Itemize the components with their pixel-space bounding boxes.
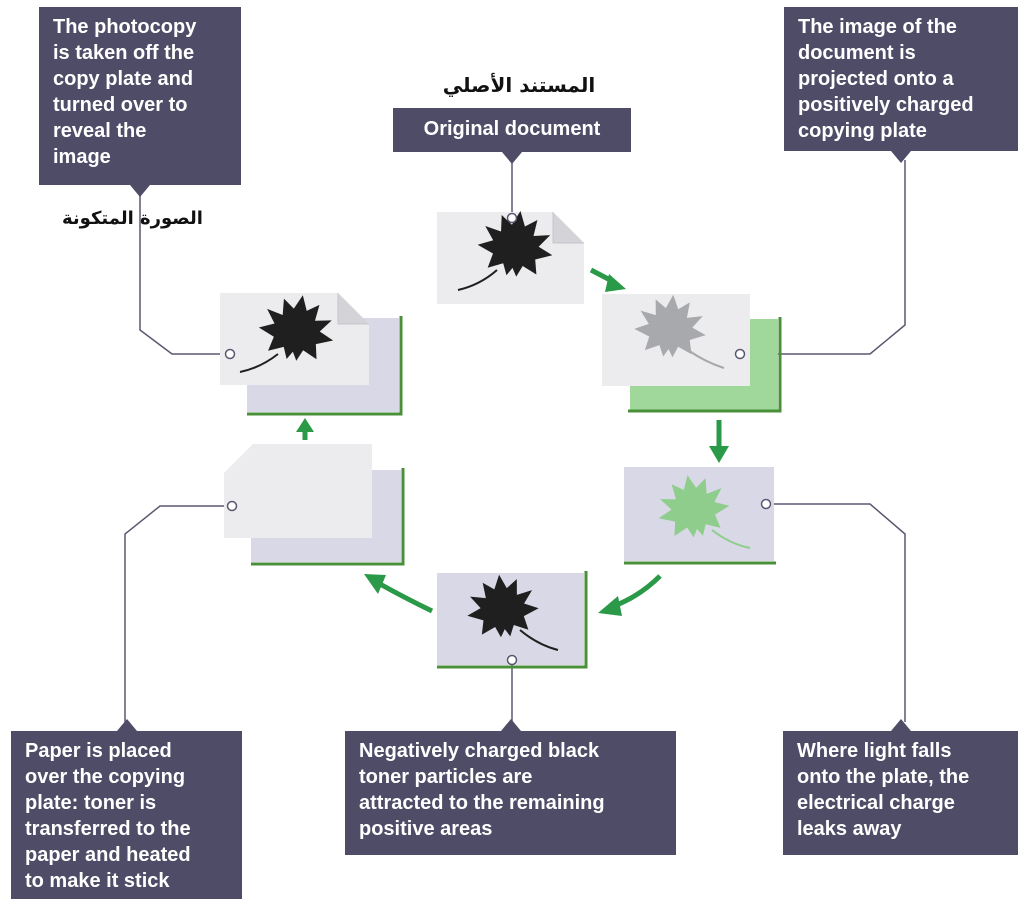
plate-edge (247, 316, 403, 416)
paper-over-plate (224, 444, 405, 566)
step-remove-callout: The photocopy is taken off the copy plat… (39, 7, 241, 197)
step-transfer-callout: Paper is placed over the copying plate: … (11, 719, 242, 899)
step-toner-callout: Negatively charged black toner particles… (345, 719, 676, 855)
step-discharge-callout: Where light falls onto the plate, the el… (783, 719, 1018, 855)
connector-discharge (766, 503, 906, 722)
connector-dot (734, 348, 746, 360)
document-fold-icon (552, 212, 584, 244)
connector-project (740, 160, 906, 355)
discharged-plate (624, 467, 776, 565)
original-document (437, 205, 584, 304)
connector-dot (224, 348, 236, 360)
connector-dot (760, 498, 772, 510)
leaf-stem (239, 353, 279, 373)
connector-dot (506, 654, 518, 666)
connector-dot (506, 212, 518, 224)
toner-plate (437, 571, 588, 669)
cycle-arrow-icon (598, 596, 622, 616)
cycle-arrows (296, 267, 729, 616)
connector-lines (124, 160, 906, 722)
finished-copy (220, 288, 403, 416)
connector-dot (226, 500, 238, 512)
paper-sheet-icon (224, 444, 372, 538)
leaf-stem (711, 529, 751, 549)
step-project-callout: The image of the document is projected o… (784, 7, 1018, 163)
cycle-arrow-icon (378, 581, 434, 614)
cycle-arrow-icon (364, 574, 386, 594)
plate-edge (251, 468, 405, 566)
original-document-arabic-label: المستند الأصلي (442, 73, 596, 97)
formed-image-arabic-label: الصورة المتكونة (62, 208, 203, 229)
cycle-arrow-icon (605, 274, 626, 292)
cycle-arrow-icon (709, 446, 729, 463)
plate-edge (628, 317, 782, 413)
connector-transfer (124, 505, 232, 722)
connector-dots (224, 212, 772, 666)
leaf-stem (687, 349, 725, 369)
document-fold-icon (337, 293, 369, 325)
plate-edge (437, 571, 588, 669)
cycle-arrow-icon (296, 418, 314, 432)
original-document-label: Original document (393, 108, 631, 164)
leaf-stem (519, 629, 559, 651)
leaf-stem (457, 269, 498, 291)
projection-stage (602, 291, 782, 413)
cycle-arrow-icon (613, 574, 662, 609)
connector-remove (139, 193, 230, 355)
